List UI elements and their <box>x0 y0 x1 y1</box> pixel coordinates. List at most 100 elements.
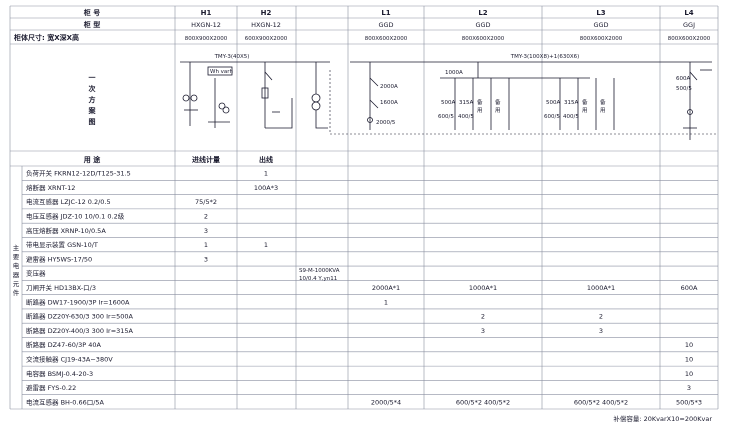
l3-label: 备 <box>600 98 606 106</box>
bus-tie-dashed <box>329 70 718 135</box>
column-headers: H1 H2 L1 L2 L3 L4 HXGN-12 HXGN-12 GGD GG… <box>185 9 711 42</box>
col-type-l3: GGD <box>593 21 608 29</box>
table-cell-l4: 600A <box>681 284 698 292</box>
col-type-h1: HXGN-12 <box>191 21 221 29</box>
col-type-l1: GGD <box>378 21 393 29</box>
header-labels: 柜 号 柜 型 柜体尺寸: 宽X深X高 <box>13 8 100 42</box>
table-cell-l4: 3 <box>687 384 691 392</box>
l3-label: 600/5 <box>544 114 560 120</box>
col-size-l2: 800X600X2000 <box>462 36 505 42</box>
l3-label: 315A <box>564 100 578 106</box>
table-cell-l1: 2000A*1 <box>372 284 400 292</box>
table-row-name: 避雷器 HY5WS-17/50 <box>26 254 92 263</box>
table-cell-l4: 10 <box>685 341 693 349</box>
meter-box-label: Wh varh <box>210 69 233 75</box>
l3-label: 用 <box>600 107 606 114</box>
table-row-name: 刀闸开关 HD13BX-口/3 <box>26 283 96 292</box>
table-cell-l3: 600/5*2 400/5*2 <box>574 398 628 406</box>
diagram-labels: TMY-3(40X5) TMY-3(100X8)+1(630X6) Wh var… <box>210 54 692 126</box>
l2-label: 1000A <box>445 70 463 76</box>
table-cell-h1: 1 <box>204 241 208 249</box>
side-label-char: 次 <box>89 84 96 93</box>
col-type-l2: GGD <box>475 21 490 29</box>
table-row-name: 电流互感器 BH-0.66口/5A <box>26 397 105 406</box>
l2-label: 用 <box>495 107 501 114</box>
l2-label: 备 <box>477 98 483 106</box>
table-cell-l3: 2 <box>599 313 603 321</box>
table-row-name: 断路器 DW17-1900/3P Ir=1600A <box>26 297 130 306</box>
l2-label: 500A <box>441 100 455 106</box>
usage-header: 用 途 进线计量 出线 <box>84 155 273 164</box>
col-size-h1: 800X900X2000 <box>185 36 228 42</box>
table-row-name: 断路器 DZ20Y-630/3 300 Ir=500A <box>26 312 134 321</box>
grid-lines <box>9 5 719 410</box>
col-id-l4: L4 <box>684 9 693 17</box>
table-cell-l1: 1 <box>384 298 388 306</box>
col-size-l4: 800X600X2000 <box>668 36 711 42</box>
col-id-h1: H1 <box>201 9 212 17</box>
transformer-model: S9-M-1000KVA <box>299 268 340 274</box>
col-size-l3: 800X600X2000 <box>580 36 623 42</box>
single-line-diagram <box>180 61 712 140</box>
table-row-name: 电容器 BSMJ-0.4-20-3 <box>26 369 93 378</box>
l1-label: 1600A <box>380 100 398 106</box>
l4-label: 500/5 <box>676 86 692 92</box>
l2-label: 用 <box>477 107 483 114</box>
table-row-name: 变压器 <box>26 269 46 278</box>
table-row-name: 熔断器 XRNT-12 <box>26 183 75 192</box>
row-label-cabinet-size: 柜体尺寸: 宽X深X高 <box>13 33 79 42</box>
l2-label: 400/5 <box>458 114 474 120</box>
diagram-side-label: 一 次 方 案 图 <box>89 74 97 126</box>
l1-label: 2000/5 <box>376 120 396 126</box>
table-row-name: 避雷器 FYS-0.22 <box>26 383 76 392</box>
col-id-l3: L3 <box>596 9 605 17</box>
row-lines <box>22 179 718 396</box>
l2-label: 备 <box>495 98 501 106</box>
table-cell-l2: 1000A*1 <box>469 284 497 292</box>
table-cell-h1: 75/5*2 <box>195 198 217 206</box>
group-label-char: 件 <box>13 288 20 297</box>
table-cell-l3: 3 <box>599 327 603 335</box>
component-table: 负荷开关 FKRN12-12D/T125-31.5 1 熔断器 XRNT-12 100… <box>26 169 702 407</box>
table-cell-h1: 3 <box>204 227 208 235</box>
transformer-note: S9-M-1000KVA 10/0.4 Y,yn11 <box>299 268 340 282</box>
table-cell-l3: 1000A*1 <box>587 284 615 292</box>
col-id-h2: H2 <box>261 9 272 17</box>
row-label-cabinet-type: 柜 型 <box>83 20 100 29</box>
col-type-h2: HXGN-12 <box>251 21 281 29</box>
side-label-char: 案 <box>89 106 97 115</box>
footer-note: 补偿容量: 20KvarX10=200Kvar <box>613 414 712 423</box>
col-type-l4: GGJ <box>683 21 695 29</box>
table-row-name: 交流接触器 CJ19-43A~380V <box>26 354 113 363</box>
table-cell-l4: 500/5*3 <box>676 398 702 406</box>
usage-header-label: 用 途 <box>84 155 101 164</box>
table-row-name: 负荷开关 FKRN12-12D/T125-31.5 <box>26 169 131 178</box>
side-label-char: 方 <box>89 95 96 104</box>
col-id-l2: L2 <box>478 9 487 17</box>
l3-label: 400/5 <box>563 114 579 120</box>
table-row-name: 断路器 DZ47-60/3P 40A <box>26 340 101 349</box>
l1-label: 2000A <box>380 84 398 90</box>
l2-label: 315A <box>459 100 473 106</box>
transformer-ratio: 10/0.4 Y,yn11 <box>299 276 337 282</box>
side-label-char: 图 <box>89 117 96 126</box>
table-row-name: 带电显示装置 GSN-10/T <box>26 240 98 249</box>
table-cell-h1: 2 <box>204 213 208 221</box>
table-cell-l4: 10 <box>685 355 693 363</box>
lv-bus-label: TMY-3(100X8)+1(630X6) <box>510 54 580 60</box>
col-size-l1: 800X600X2000 <box>365 36 408 42</box>
table-row-name: 电流互感器 LZJC-12 0.2/0.5 <box>26 197 111 206</box>
table-cell-l2: 2 <box>481 313 485 321</box>
table-cell-h2: 1 <box>264 241 268 249</box>
col-size-h2: 600X900X2000 <box>245 36 288 42</box>
l3-label: 备 <box>582 98 588 106</box>
usage-h2: 出线 <box>259 155 273 164</box>
group-label-char: 要 <box>13 253 20 261</box>
table-cell-h2: 100A*3 <box>254 184 278 192</box>
table-row-name: 电压互感器 JDZ-10 10/0.1 0.2级 <box>26 212 125 221</box>
l3-label: 用 <box>582 107 588 114</box>
l2-label: 600/5 <box>438 114 454 120</box>
table-cell-l1: 2000/5*4 <box>371 398 401 406</box>
group-label-char: 元 <box>13 280 20 288</box>
